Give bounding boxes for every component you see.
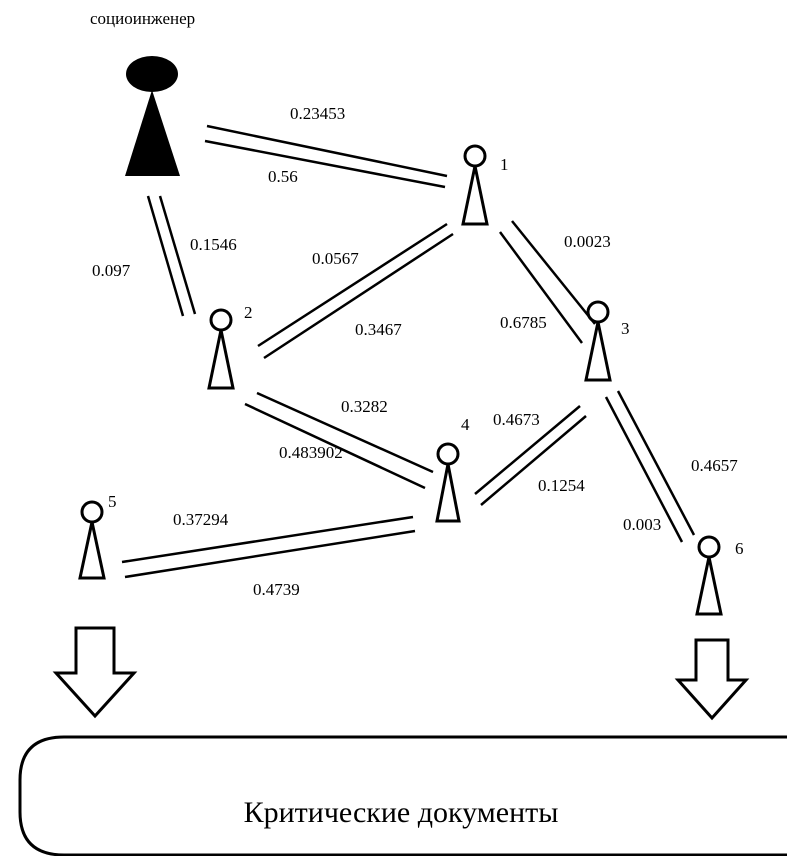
weight-label: 0.0567 [312,249,359,268]
weight-label: 0.3282 [341,397,388,416]
weight-label: 0.4673 [493,410,540,429]
person-node-4 [435,442,461,523]
edge-4-3 [474,405,587,506]
person-node-3 [584,300,612,382]
edge-2-1 [257,222,454,360]
arrow-down-icon [52,626,138,719]
weight-label: 0.3467 [355,320,402,339]
weight-label: 0.56 [268,167,298,186]
social-engineer-icon [125,56,180,176]
weight-label: 0.1254 [538,476,585,495]
critical-documents-box [18,735,787,857]
weight-label: 0.0023 [564,232,611,251]
weight-label: 0.23453 [290,104,345,123]
weight-label: 0.6785 [500,313,547,332]
node-label-5: 5 [108,492,117,511]
person-node-1 [461,144,489,226]
edge-engineer-1 [204,124,448,189]
weight-label: 0.483902 [279,443,343,462]
weight-label: 0.4657 [691,456,738,475]
person-node-5 [78,500,106,580]
critical-documents-label: Критические документы [244,796,559,829]
weight-label: 0.37294 [173,510,229,529]
weight-label: 0.4739 [253,580,300,599]
person-node-2 [207,308,235,390]
person-node-6 [695,535,723,616]
weight-label: 0.003 [623,515,661,534]
node-label-6: 6 [735,539,744,558]
node-label-3: 3 [621,319,630,338]
edge-1-3 [498,220,596,344]
node-label-4: 4 [461,415,470,434]
edge-2-4 [244,391,434,490]
node-label-2: 2 [244,303,253,322]
edge-3-6 [604,390,696,543]
weight-label: 0.097 [92,261,131,280]
edge-engineer-2 [146,195,197,317]
diagram-title: социоинженер [90,9,195,28]
node-label-1: 1 [500,155,509,174]
weight-label: 0.1546 [190,235,237,254]
arrow-down-icon [674,638,750,721]
edge-4-5 [121,515,416,579]
